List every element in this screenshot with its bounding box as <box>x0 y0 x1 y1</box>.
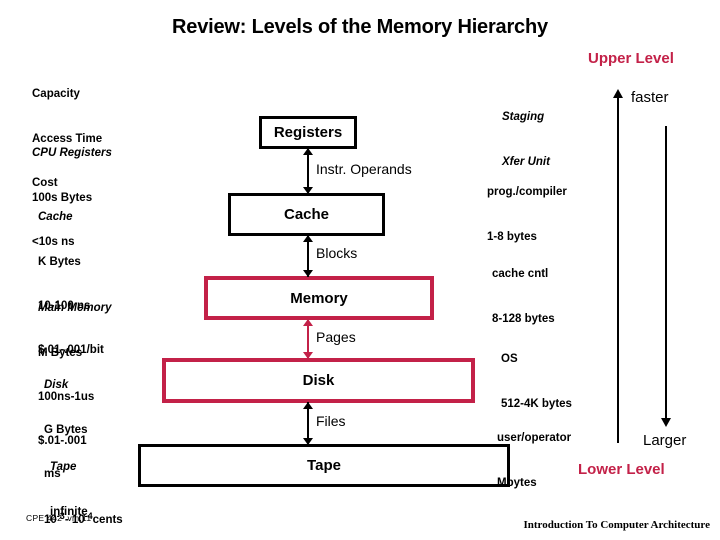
transfer-arrow-files <box>302 402 313 445</box>
hierarchy-box-registers[interactable]: Registers <box>259 116 357 149</box>
entry-line: G Bytes <box>44 423 88 436</box>
hierarchy-box-cache[interactable]: Cache <box>228 193 385 236</box>
entry-line: infinite <box>50 505 88 518</box>
cost-suffix: cents <box>92 513 123 526</box>
entry-header: Cache <box>38 211 73 224</box>
faster-label: faster <box>631 89 669 106</box>
box-label: Disk <box>302 372 335 389</box>
entry-line: prog./compiler <box>487 186 567 199</box>
left-entry-disk: Disk G Bytes ms 10-3- 10-4cents <box>44 349 123 540</box>
arrow-head-up-icon <box>302 148 313 155</box>
cost-exponent: -3 <box>56 510 65 521</box>
cost-prefix: 10 <box>44 513 57 526</box>
entry-line: 512-4K bytes <box>501 397 572 410</box>
left-entry-main-memory: Main Memory M Bytes 100ns-1us $.01-.001 <box>38 272 112 478</box>
entry-line: K Bytes <box>38 255 81 268</box>
entry-header: Main Memory <box>38 302 112 315</box>
lower-level-label: Lower Level <box>578 461 665 478</box>
box-label: Registers <box>273 124 343 141</box>
legend-cost: Cost <box>32 176 58 189</box>
right-entry-prog-compiler: prog./compiler 1-8 bytes <box>487 156 567 274</box>
cost-exponent: -4 <box>84 510 93 521</box>
entry-header: CPU Registers <box>32 147 112 160</box>
entry-line: $.01-.001 <box>38 434 87 447</box>
box-label: Cache <box>283 206 330 223</box>
arrow-shaft <box>306 235 309 277</box>
arrow-shaft <box>306 148 309 194</box>
arrow-shaft <box>306 402 309 445</box>
faster-arrow-head-icon <box>613 89 623 98</box>
right-entry-os: OS 512-4K bytes <box>501 323 572 441</box>
left-entry-cpu-registers: CPU Registers 100s Bytes <10s ns <box>32 117 112 279</box>
legend-xfer-unit: Xfer Unit <box>502 155 550 168</box>
entry-line: ms <box>44 467 61 480</box>
entry-header: Disk <box>44 379 69 392</box>
arrow-head-down-icon <box>302 352 313 359</box>
transfer-arrow-blocks <box>302 235 313 277</box>
transfer-label-files: Files <box>316 413 346 429</box>
legend-access-time: Access Time <box>32 132 103 145</box>
footer-course-title: Introduction To Computer Architecture <box>523 519 710 531</box>
arrow-head-up-icon <box>302 319 313 326</box>
arrow-head-up-icon <box>302 235 313 242</box>
transfer-arrow-instr-operands <box>302 148 313 194</box>
box-label: Tape <box>307 457 341 474</box>
transfer-arrow-pages <box>302 319 313 359</box>
right-entry-user-operator: user/operator Mbytes <box>497 402 571 520</box>
legend-staging: Staging <box>502 111 545 124</box>
entry-line: 100ns-1us <box>38 390 95 403</box>
entry-line: 10-100 ns <box>38 299 91 312</box>
entry-line: cache cntl <box>492 268 549 281</box>
hierarchy-box-disk[interactable]: Disk <box>162 358 475 403</box>
arrow-head-down-icon <box>302 270 313 277</box>
legend-capacity: Capacity <box>32 88 80 101</box>
staging-legend: Staging Xfer Unit <box>502 81 550 199</box>
transfer-label-blocks: Blocks <box>316 245 358 261</box>
faster-arrow-shaft <box>617 96 619 443</box>
transfer-label-instr-operands: Instr. Operands <box>316 161 412 177</box>
box-label: Memory <box>290 289 348 307</box>
entry-line: M Bytes <box>38 346 83 359</box>
entry-line: OS <box>501 353 518 366</box>
arrow-head-down-icon <box>302 187 313 194</box>
hierarchy-box-memory[interactable]: Memory <box>204 276 434 320</box>
larger-arrow-shaft <box>665 126 667 419</box>
entry-line: Mbytes <box>497 476 537 489</box>
entry-line: 1-8 bytes <box>487 230 537 243</box>
transfer-label-pages: Pages <box>316 329 356 345</box>
left-entry-tape: Tape infinite sec-min 10-6 <box>50 431 93 540</box>
arrow-head-up-icon <box>302 402 313 409</box>
cost-mid: - 10 <box>64 513 85 526</box>
entry-header: Tape <box>50 461 77 474</box>
hierarchy-box-tape[interactable]: Tape <box>138 444 510 487</box>
entry-line: user/operator <box>497 432 572 445</box>
left-entry-cache: Cache K Bytes 10-100 ns $.01-.001/bit <box>38 181 104 387</box>
footer-course-code: CPE 442 vm.11 <box>26 513 92 523</box>
page-title: Review: Levels of the Memory Hierarchy <box>172 16 548 38</box>
arrow-shaft <box>306 319 309 359</box>
upper-level-label: Upper Level <box>588 50 674 67</box>
entry-line: <10s ns <box>32 235 75 248</box>
entry-cost: 10-3- 10-4cents <box>44 511 123 528</box>
larger-arrow-head-icon <box>661 418 671 427</box>
capacity-legend: Capacity Access Time Cost <box>32 58 102 220</box>
arrow-head-down-icon <box>302 438 313 445</box>
right-entry-cache-cntl: cache cntl 8-128 bytes <box>492 238 555 356</box>
entry-line: $.01-.001/bit <box>38 343 104 356</box>
entry-line: 8-128 bytes <box>492 312 555 325</box>
entry-line: 100s Bytes <box>32 191 93 204</box>
larger-label: Larger <box>643 432 687 449</box>
